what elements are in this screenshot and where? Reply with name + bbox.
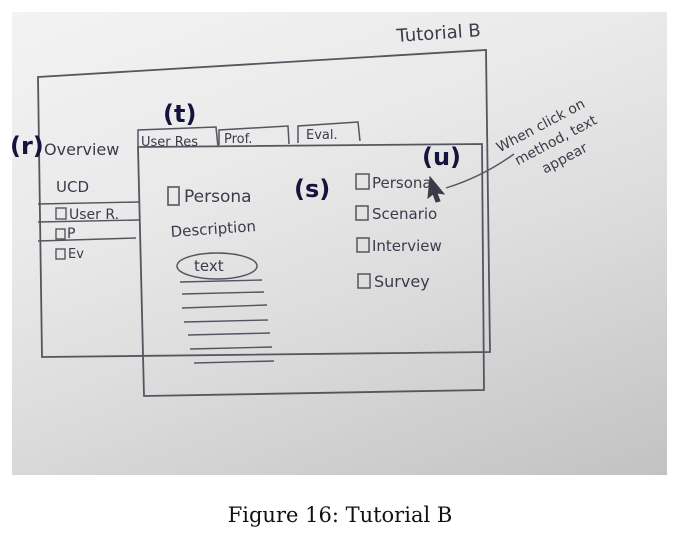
tab-user-res-outline [137,126,219,148]
tab-user-res: User Res [141,135,198,150]
annotation-pointer [445,153,515,189]
description-line [187,332,271,336]
method-checkbox-survey [357,273,371,289]
description-label: Description [170,217,256,241]
method-interview: Interview [372,237,442,255]
sketch-title: Tutorial B [395,20,482,47]
method-checkbox-scenario [355,205,369,221]
text-label: text [194,257,224,275]
description-lines [179,279,275,364]
method-persona: Persona [372,174,432,192]
description-line [189,346,273,350]
tab-eval-outline [297,121,361,143]
text-oval [176,252,258,280]
outer-window-frame [37,49,491,358]
description-line [181,291,265,295]
description-line [181,304,268,309]
tab-prof-outline [218,125,290,145]
method-checkbox-persona [355,173,370,190]
tab-prof: Prof. [224,132,252,147]
persona-checkbox [167,186,180,206]
tab-eval: Eval. [306,128,338,143]
sidebar-checkbox-p [55,228,66,240]
sidebar-divider [37,219,141,223]
label-s: (s) [294,175,330,203]
description-line [193,360,275,364]
method-survey: Survey [374,272,430,291]
description-line [183,319,269,323]
sidebar-item-user-r: User R. [69,207,119,223]
method-checkbox-interview [356,237,370,253]
figure-caption: Figure 16: Tutorial B [227,503,453,527]
sidebar-item-ev: Ev [68,247,84,262]
label-r: (r) [12,132,44,160]
sketch-photo: Tutorial B (t) (r) (s) (u) Overview UCD … [12,12,667,475]
sidebar-divider [37,237,137,242]
content-panel-frame [137,143,485,397]
method-scenario: Scenario [372,205,437,223]
sidebar-header: Overview [44,140,119,159]
persona-title: Persona [184,187,252,207]
sidebar-divider [37,201,141,205]
sidebar-item-p: P [67,226,75,242]
sidebar-item-ucd: UCD [56,178,89,196]
description-line [179,279,263,283]
label-t: (t) [163,100,196,128]
sidebar-checkbox-ev [55,248,66,260]
cursor-icon [427,175,446,203]
sidebar-checkbox-user-r [55,207,67,220]
sketch-drawing: Tutorial B (t) (r) (s) (u) Overview UCD … [12,20,600,397]
label-u: (u) [422,143,461,171]
